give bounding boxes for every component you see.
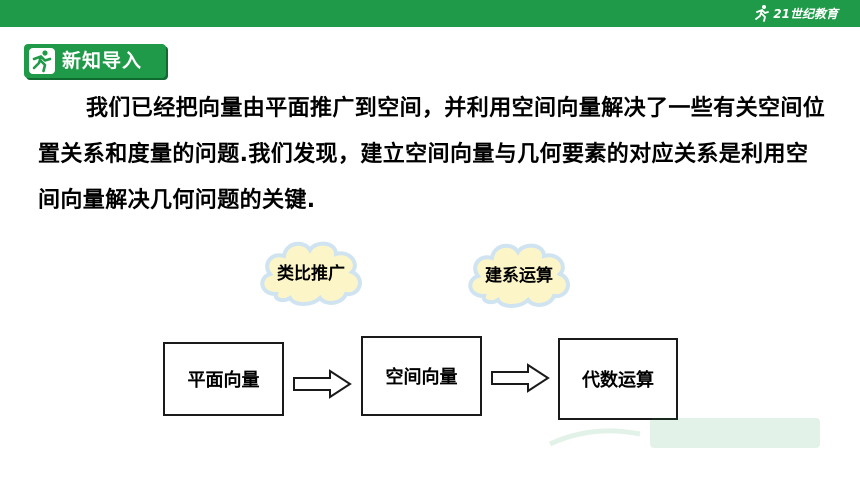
runner-icon — [755, 5, 770, 22]
section-badge: 新知导入 — [24, 44, 166, 78]
brand-logo-text: 21世纪教育 — [773, 6, 838, 21]
intro-paragraph: 我们已经把向量由平面推广到空间，并利用空间向量解决了一些有关空间位置关系和度量的… — [38, 96, 826, 213]
box-label: 平面向量 — [187, 370, 260, 391]
cloud-label: 建系运算 — [485, 266, 553, 286]
cloud-shape — [468, 243, 570, 308]
cloud-analogy: 类比推广 — [254, 234, 368, 308]
top-banner: 21世纪教育 — [0, 0, 860, 27]
box-algebra: 代数运算 — [558, 338, 678, 420]
cloud-coordinate: 建系运算 — [462, 236, 576, 310]
cloud-label: 类比推广 — [277, 264, 345, 284]
runner-icon-box — [29, 48, 55, 74]
watermark-logo — [540, 410, 830, 460]
arrow-right-icon — [490, 363, 552, 397]
box-plane-vector: 平面向量 — [163, 342, 284, 416]
runner-icon — [32, 50, 52, 73]
section-title: 新知导入 — [62, 50, 143, 72]
brand-logo: 21世纪教育 — [753, 2, 838, 24]
box-space-vector: 空间向量 — [361, 336, 482, 416]
cloud-shape — [260, 241, 362, 306]
box-label: 代数运算 — [582, 370, 654, 391]
box-label: 空间向量 — [385, 367, 458, 388]
arrow-right-icon — [292, 369, 354, 403]
